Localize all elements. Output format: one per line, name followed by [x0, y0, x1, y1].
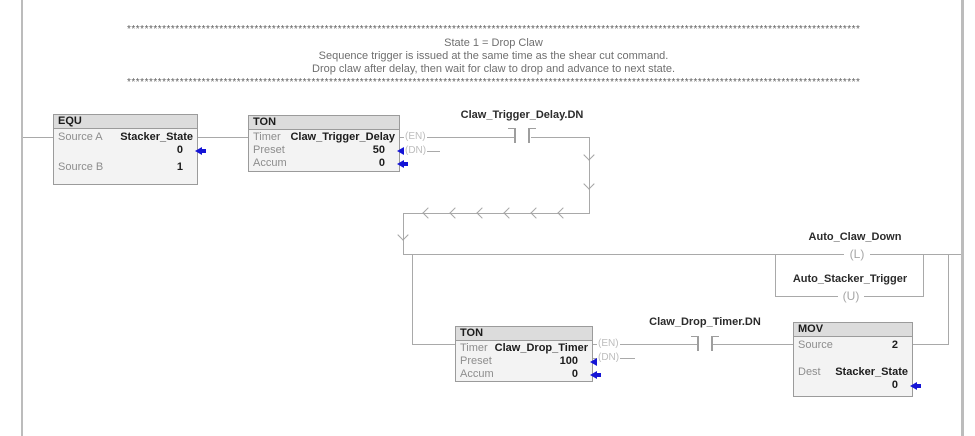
mov-source-row: Source 2 [794, 339, 912, 352]
wire-branch2-close [948, 254, 949, 345]
ton2-timer-row: Timer Claw_Drop_Timer [456, 342, 592, 355]
equ-source-a-value: 0 [176, 144, 183, 156]
ton2-dn-flag: (DN) [597, 352, 621, 364]
ton2-title: TON [456, 327, 592, 341]
ton1-timer-tag[interactable]: Claw_Trigger_Delay [290, 131, 395, 143]
ton2-en-flag: (EN) [597, 338, 620, 350]
ton2-preset-value[interactable]: 100 [559, 355, 578, 367]
ton1-timer-row: Timer Claw_Trigger_Delay [249, 131, 399, 144]
mov-source-label: Source [798, 339, 833, 351]
comment-line-2: Sequence trigger is issued at the same t… [318, 50, 669, 62]
equ-source-a-row: Source A Stacker_State [54, 131, 197, 144]
wire-coil-branch-open [775, 254, 776, 297]
equ-source-b-row: Source B 1 [54, 161, 197, 174]
wire-wrap-return [403, 213, 590, 214]
wire-contact1-to-wrap [531, 137, 590, 138]
wire-wrap-down-right [589, 137, 590, 214]
flow-arrow-left-icon [530, 207, 542, 219]
flow-arrow-left-icon [503, 207, 515, 219]
ton1-preset-label: Preset [253, 144, 285, 156]
ton2-accum-label: Accum [460, 368, 494, 380]
ton1-instruction-block[interactable]: TON Timer Claw_Trigger_Delay Preset 50 A… [248, 115, 408, 172]
mov-dest-row: Dest Stacker_State [794, 366, 912, 379]
contact1-xic[interactable] [508, 128, 536, 143]
ton1-preset-row: Preset 50 [249, 144, 408, 157]
equ-source-a-tag[interactable]: Stacker_State [120, 131, 193, 143]
mov-dest-value-row: 0 [794, 379, 921, 392]
contact1-tag[interactable]: Claw_Trigger_Delay.DN [460, 109, 584, 121]
ton1-accum-row: Accum 0 [249, 157, 408, 170]
ton1-en-flag: (EN) [404, 131, 427, 143]
ton2-timer-label: Timer [460, 342, 488, 354]
mov-instruction-block[interactable]: MOV Source 2 Dest Stacker_State 0 [793, 322, 921, 397]
equ-title: EQU [54, 115, 197, 129]
contact2-xic[interactable] [691, 336, 719, 351]
value-pointer-icon [397, 160, 408, 168]
equ-source-a-value-row: 0 [54, 144, 206, 157]
equ-source-b-label: Source B [58, 161, 104, 173]
flow-arrow-left-icon [557, 207, 569, 219]
flow-arrow-down-icon [583, 149, 595, 161]
wire-mov-to-branch-close [913, 344, 949, 345]
flow-arrow-down-icon [397, 229, 409, 241]
power-rail-right [961, 0, 964, 436]
value-pointer-icon [910, 382, 921, 390]
ton1-preset-value[interactable]: 50 [372, 144, 385, 156]
ton1-dn-flag: (DN) [404, 145, 428, 157]
flow-arrow-left-icon [476, 207, 488, 219]
wire-coil-branch-close [923, 254, 924, 297]
flow-arrow-left-icon [449, 207, 461, 219]
coil-unlatch-tag[interactable]: Auto_Stacker_Trigger [792, 273, 908, 285]
mov-dest-tag[interactable]: Stacker_State [835, 366, 908, 378]
wire-equ-to-ton1 [198, 137, 248, 138]
equ-source-b-value[interactable]: 1 [176, 161, 183, 173]
comment-title: State 1 = Drop Claw [444, 37, 543, 49]
mov-source-value[interactable]: 2 [891, 339, 898, 351]
wire-ton1-to-contact1 [400, 137, 514, 138]
wire-main-output-line [403, 254, 961, 255]
wire-wrap-down-left [403, 213, 404, 255]
coil-unlatch-symbol[interactable]: (U) [838, 289, 864, 303]
ton2-instruction-block[interactable]: TON Timer Claw_Drop_Timer Preset 100 Acc… [455, 326, 601, 382]
ton1-accum-label: Accum [253, 157, 287, 169]
equ-instruction-block[interactable]: EQU Source A Stacker_State 0 Source B 1 [53, 114, 206, 185]
equ-source-a-label: Source A [58, 131, 103, 143]
coil-latch-tag[interactable]: Auto_Claw_Down [808, 231, 902, 243]
comment-star-divider-bottom: ****************************************… [127, 77, 860, 88]
ton1-timer-label: Timer [253, 131, 281, 143]
mov-dest-value: 0 [891, 379, 898, 391]
ton1-title: TON [249, 116, 399, 130]
mov-dest-label: Dest [798, 366, 821, 378]
power-rail-left [21, 0, 23, 436]
ton1-accum-value: 0 [378, 157, 385, 169]
ton2-accum-value: 0 [571, 368, 578, 380]
comment-line-3: Drop claw after delay, then wait for cla… [312, 63, 675, 75]
wire-ton2-to-contact2 [593, 344, 697, 345]
wire-rail-to-equ [23, 137, 53, 138]
flow-arrow-left-icon [422, 207, 434, 219]
flow-arrow-down-icon [583, 178, 595, 190]
value-pointer-icon [590, 371, 601, 379]
comment-star-divider-top: ****************************************… [127, 24, 860, 35]
contact2-tag[interactable]: Claw_Drop_Timer.DN [649, 316, 761, 328]
wire-branch2-to-ton2 [412, 344, 455, 345]
wire-branch2-drop [412, 254, 413, 345]
mov-title: MOV [794, 323, 912, 337]
coil-latch-symbol[interactable]: (L) [844, 247, 870, 261]
ton2-preset-row: Preset 100 [456, 355, 601, 368]
ton2-accum-row: Accum 0 [456, 368, 601, 381]
wire-contact2-to-mov [713, 344, 793, 345]
ton2-preset-label: Preset [460, 355, 492, 367]
ton2-timer-tag[interactable]: Claw_Drop_Timer [494, 342, 588, 354]
value-pointer-icon [195, 147, 206, 155]
